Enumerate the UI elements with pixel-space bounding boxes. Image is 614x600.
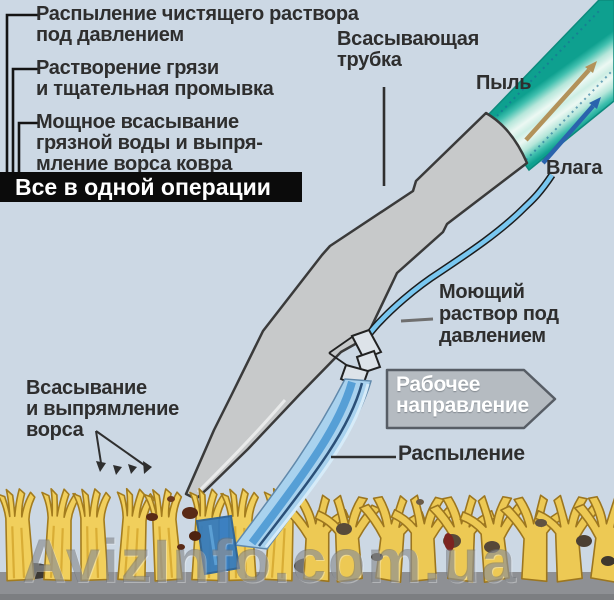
dust-arrow-icon (524, 61, 597, 142)
bracket-lines (5, 13, 38, 176)
feature-dissolve-label: Растворение грязи и тщательная промывка (36, 57, 274, 100)
suction-tube-label: Всасывающая трубка (337, 28, 479, 71)
pile-suction-label: Всасывание и выпрямление ворса (26, 377, 179, 441)
wet-patch (195, 514, 241, 576)
spraying-label: Распыление (398, 442, 525, 465)
feature-spray-label: Распыление чистящего раствора под давлен… (36, 3, 359, 46)
moisture-arrow-icon (541, 97, 601, 165)
solution-leader-line (400, 317, 434, 323)
solution-tube (359, 172, 556, 346)
dust-label: Пыль (476, 72, 532, 94)
watermark: AvizInfo.com.ua (22, 527, 518, 595)
pile-suction-arrows-icon (95, 430, 152, 475)
feature-suction-label: Мощное всасывание грязной воды и выпря- … (36, 111, 263, 175)
working-direction-arrow-icon (385, 368, 557, 430)
dirt-particles (146, 496, 614, 566)
moisture-label: Влага (546, 157, 603, 179)
solution-label: Моющий раствор под давлением (439, 281, 559, 347)
working-direction-label: Рабочее направление (396, 373, 529, 417)
wand (184, 111, 529, 501)
all-in-one-badge: Все в одной операции (0, 172, 302, 202)
